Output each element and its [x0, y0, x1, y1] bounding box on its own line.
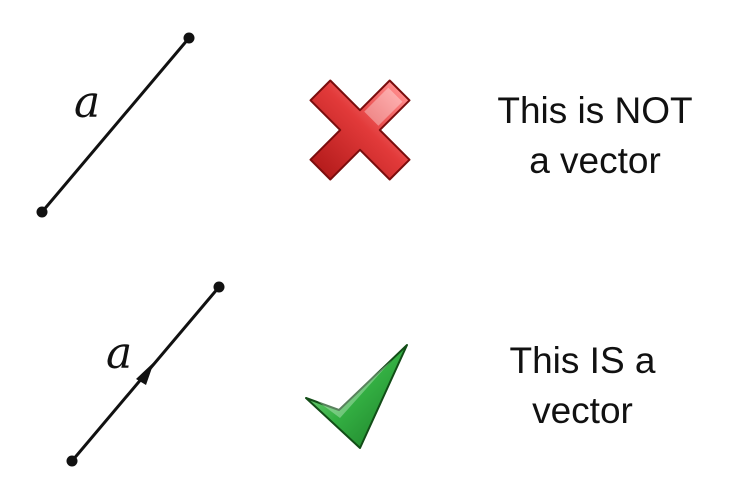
arrowhead-icon: [136, 362, 154, 385]
segment-line: [40, 37, 191, 213]
caption-line: This is NOT: [497, 90, 693, 131]
cross-icon: [309, 79, 411, 181]
not-vector-caption: This is NOT a vector: [470, 86, 720, 186]
plain-segment: [36, 32, 195, 218]
vector-segment: [66, 281, 225, 467]
is-vector-caption: This IS a vector: [470, 336, 695, 436]
vector-label: a: [106, 328, 132, 379]
check-icon: [305, 344, 408, 449]
caption-line: a vector: [529, 140, 661, 181]
caption-line: This IS a: [509, 340, 656, 381]
segment-label: a: [74, 77, 100, 128]
segment-end-point: [183, 32, 195, 44]
segment-start-point: [36, 206, 48, 218]
vector-end-point: [213, 281, 225, 293]
vector-start-point: [66, 455, 78, 467]
caption-line: vector: [532, 390, 633, 431]
